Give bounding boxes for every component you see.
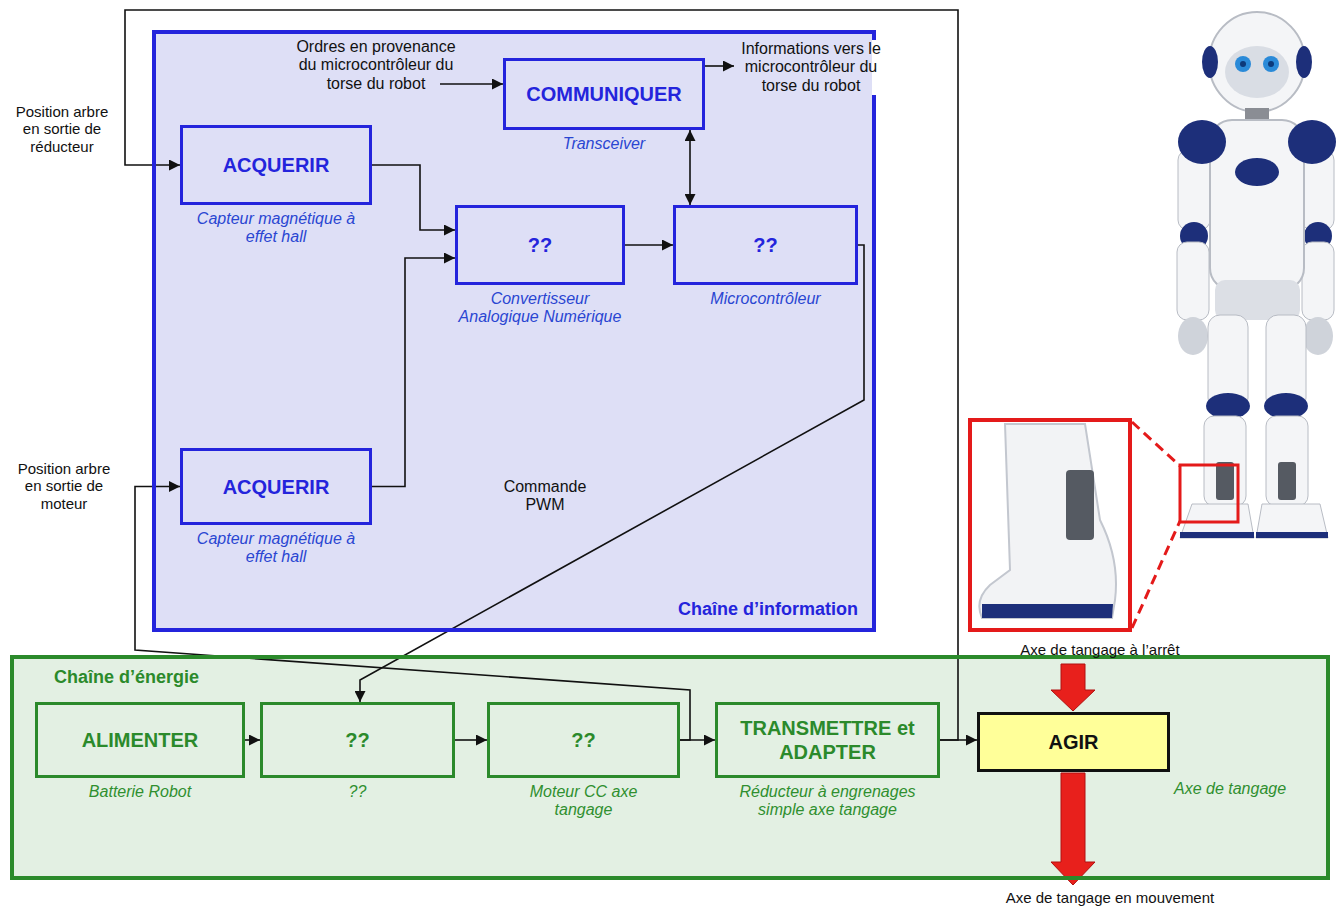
panel-title: Chaîne d’énergie [54, 667, 199, 688]
robot-forearm [1177, 242, 1209, 320]
function-name: ?? [345, 728, 369, 752]
zoom-ground [970, 420, 1130, 630]
function-box: ???? [260, 702, 455, 778]
robot-shoulder [1178, 120, 1226, 164]
robot-foot [1256, 504, 1328, 538]
robot-face [1225, 46, 1289, 98]
function-name: AGIR [1049, 730, 1099, 754]
function-box: ??Microcontrôleur [673, 205, 858, 285]
function-box: ACQUERIRCapteur magnétique à effet hall [180, 125, 372, 205]
robot-ear [1296, 46, 1312, 78]
robot-pupil [1240, 61, 1246, 67]
robot-pelvis [1215, 280, 1300, 320]
foot-drawing [979, 424, 1116, 618]
function-box: ??Moteur CC axe tangage [487, 702, 680, 778]
connector [372, 258, 455, 487]
robot-sole [1180, 532, 1254, 538]
robot-chest [1235, 158, 1279, 186]
zoom-line [1132, 422, 1180, 466]
component-name: Batterie Robot [45, 783, 235, 801]
function-name: ALIMENTER [82, 728, 199, 752]
robot-eye [1263, 56, 1279, 72]
component-name: ?? [273, 783, 443, 801]
connector [689, 130, 691, 205]
function-name: ?? [571, 728, 595, 752]
robot-ear [1202, 46, 1218, 78]
signal-annotation: Commande PWM [500, 478, 590, 515]
input-annotation: Ordres en provenance du microcontrôleur … [291, 38, 461, 93]
energy-chain-panel: ALIMENTERBatterie Robot??????Moteur CC a… [10, 655, 1330, 880]
function-box: ??Convertisseur Analogique Numérique [455, 205, 625, 285]
robot-eye [1235, 56, 1251, 72]
component-name: Convertisseur Analogique Numérique [455, 290, 625, 327]
action-box: AGIRAxe de tangage [977, 712, 1170, 772]
component-name: Réducteur à engrenages simple axe tangag… [728, 783, 928, 820]
robot-knee [1206, 393, 1250, 419]
robot-illustration [1177, 12, 1336, 538]
robot-shoulder [1288, 120, 1336, 164]
leader-arrow [705, 65, 734, 67]
component-name: Capteur magnétique à effet hall [191, 210, 361, 247]
signal-annotation: Position arbre en sortie de moteur [8, 460, 120, 512]
component-name: Capteur magnétique à effet hall [191, 530, 361, 567]
component-name: Transceiver [519, 135, 689, 153]
zoom-line [1132, 521, 1180, 628]
panel-fills [10, 30, 1330, 880]
function-box: TRANSMETTRE et ADAPTERRéducteur à engren… [715, 702, 940, 778]
function-name: ACQUERIR [223, 153, 330, 177]
robot-shin [1266, 416, 1308, 506]
robot-ankle [1278, 462, 1296, 500]
connector [625, 244, 673, 246]
component-name: Axe de tangage [1174, 780, 1324, 798]
function-name: TRANSMETTRE et ADAPTER [726, 716, 929, 764]
robot-knee [1264, 393, 1308, 419]
zoom-target [1180, 465, 1238, 522]
signal-annotation: Position arbre en sortie de réducteur [12, 103, 112, 155]
robot-hand [1178, 317, 1208, 355]
robot-ankle [1216, 462, 1234, 500]
foot-sole [982, 604, 1113, 618]
zoom-frame [970, 420, 1130, 630]
robot-head [1209, 12, 1305, 112]
state-annotation: Axe de tangage à l’arrêt [985, 641, 1215, 658]
function-name: ?? [753, 233, 777, 257]
panel-fill [152, 30, 876, 632]
zoom-detail [970, 420, 1238, 630]
connector [360, 245, 864, 702]
state-annotation: Axe de tangage en mouvement [990, 889, 1230, 906]
function-name: ?? [528, 233, 552, 257]
component-name: Microcontrôleur [681, 290, 851, 308]
connector [245, 739, 260, 741]
function-box: COMMUNIQUERTransceiver [503, 58, 705, 130]
robot-pupil [1268, 61, 1274, 67]
function-name: COMMUNIQUER [526, 82, 682, 106]
function-box: ALIMENTERBatterie Robot [35, 702, 245, 778]
robot-shin [1204, 416, 1246, 506]
leader-arrow [440, 83, 503, 85]
connector [455, 739, 487, 741]
robot-hand [1303, 317, 1333, 355]
robot-forearm [1302, 242, 1334, 320]
component-name: Moteur CC axe tangage [519, 783, 649, 820]
connector [125, 10, 958, 740]
ankle-joint [1066, 470, 1094, 540]
panel-title: Chaîne d’information [678, 599, 858, 620]
robot-sole [1256, 532, 1328, 538]
function-box: ACQUERIRCapteur magnétique à effet hall [180, 448, 372, 525]
function-name: ACQUERIR [223, 475, 330, 499]
output-annotation: Informations vers le microcontrôleur du … [740, 40, 882, 95]
info-chain-panel: COMMUNIQUERTransceiverACQUERIRCapteur ma… [152, 30, 876, 632]
output-arrow [1051, 773, 1095, 885]
connector [372, 165, 455, 230]
input-arrow [1051, 664, 1095, 711]
